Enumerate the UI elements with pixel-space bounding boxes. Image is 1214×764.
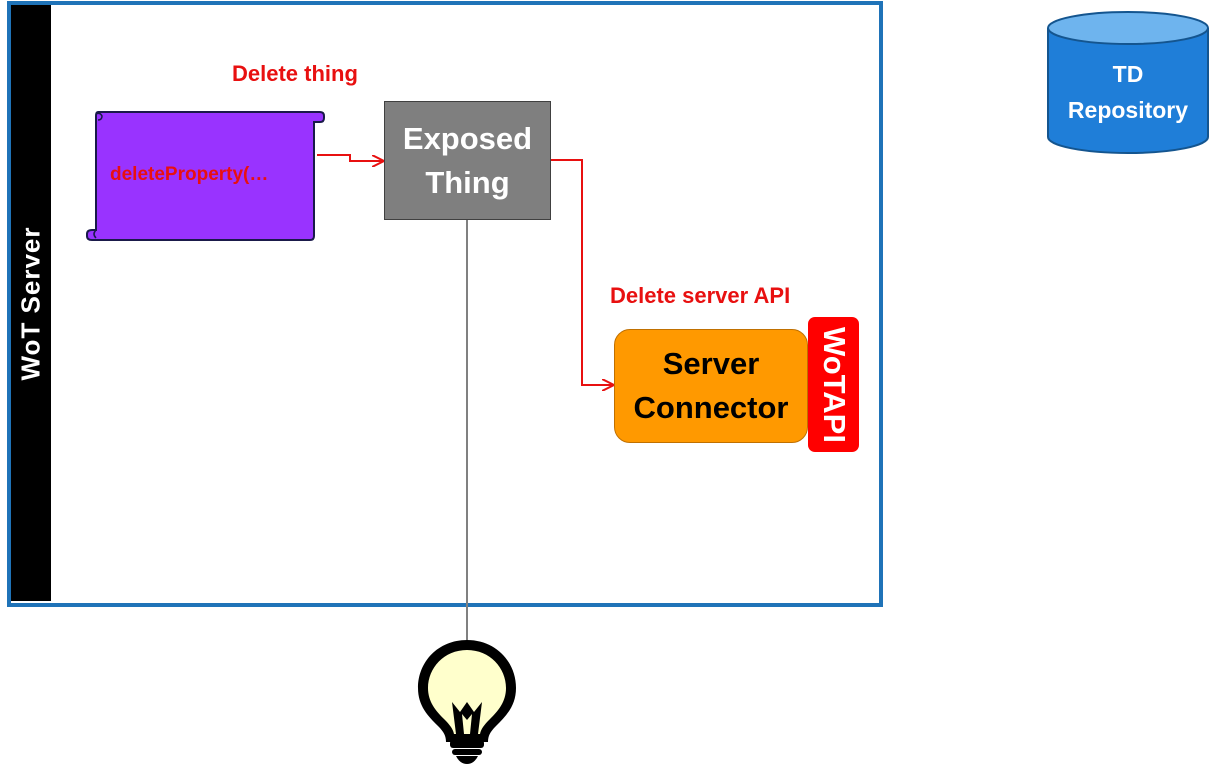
exposed-thing-box[interactable]: Exposed Thing [384, 101, 551, 220]
delete-server-api-label: Delete server API [610, 283, 791, 308]
wot-server-title: WoT Server [15, 225, 46, 381]
exposed-thing-line2: Thing [425, 164, 510, 200]
td-repository-cylinder-icon[interactable] [1045, 10, 1211, 155]
wot-server-sidebar [11, 5, 51, 601]
server-connector-line1: Server [662, 346, 760, 381]
td-repository-line1: TD [1112, 61, 1144, 87]
td-repository-line2: Repository [1067, 97, 1189, 123]
td-repository-label: TD Repository [1045, 56, 1211, 128]
wot-server-title-container: WoT Server [11, 5, 51, 601]
lightbulb-icon [418, 640, 516, 764]
wot-api-badge-label: WoTAPI [816, 326, 852, 443]
server-connector-line2: Connector [633, 390, 789, 425]
script-scroll-icon [86, 111, 325, 241]
wot-api-badge: WoTAPI [808, 317, 859, 452]
script-code-text: deleteProperty(… [110, 164, 269, 185]
delete-thing-label: Delete thing [232, 61, 358, 86]
exposed-thing-line1: Exposed [402, 120, 533, 156]
server-connector-box[interactable]: Server Connector [614, 329, 808, 443]
